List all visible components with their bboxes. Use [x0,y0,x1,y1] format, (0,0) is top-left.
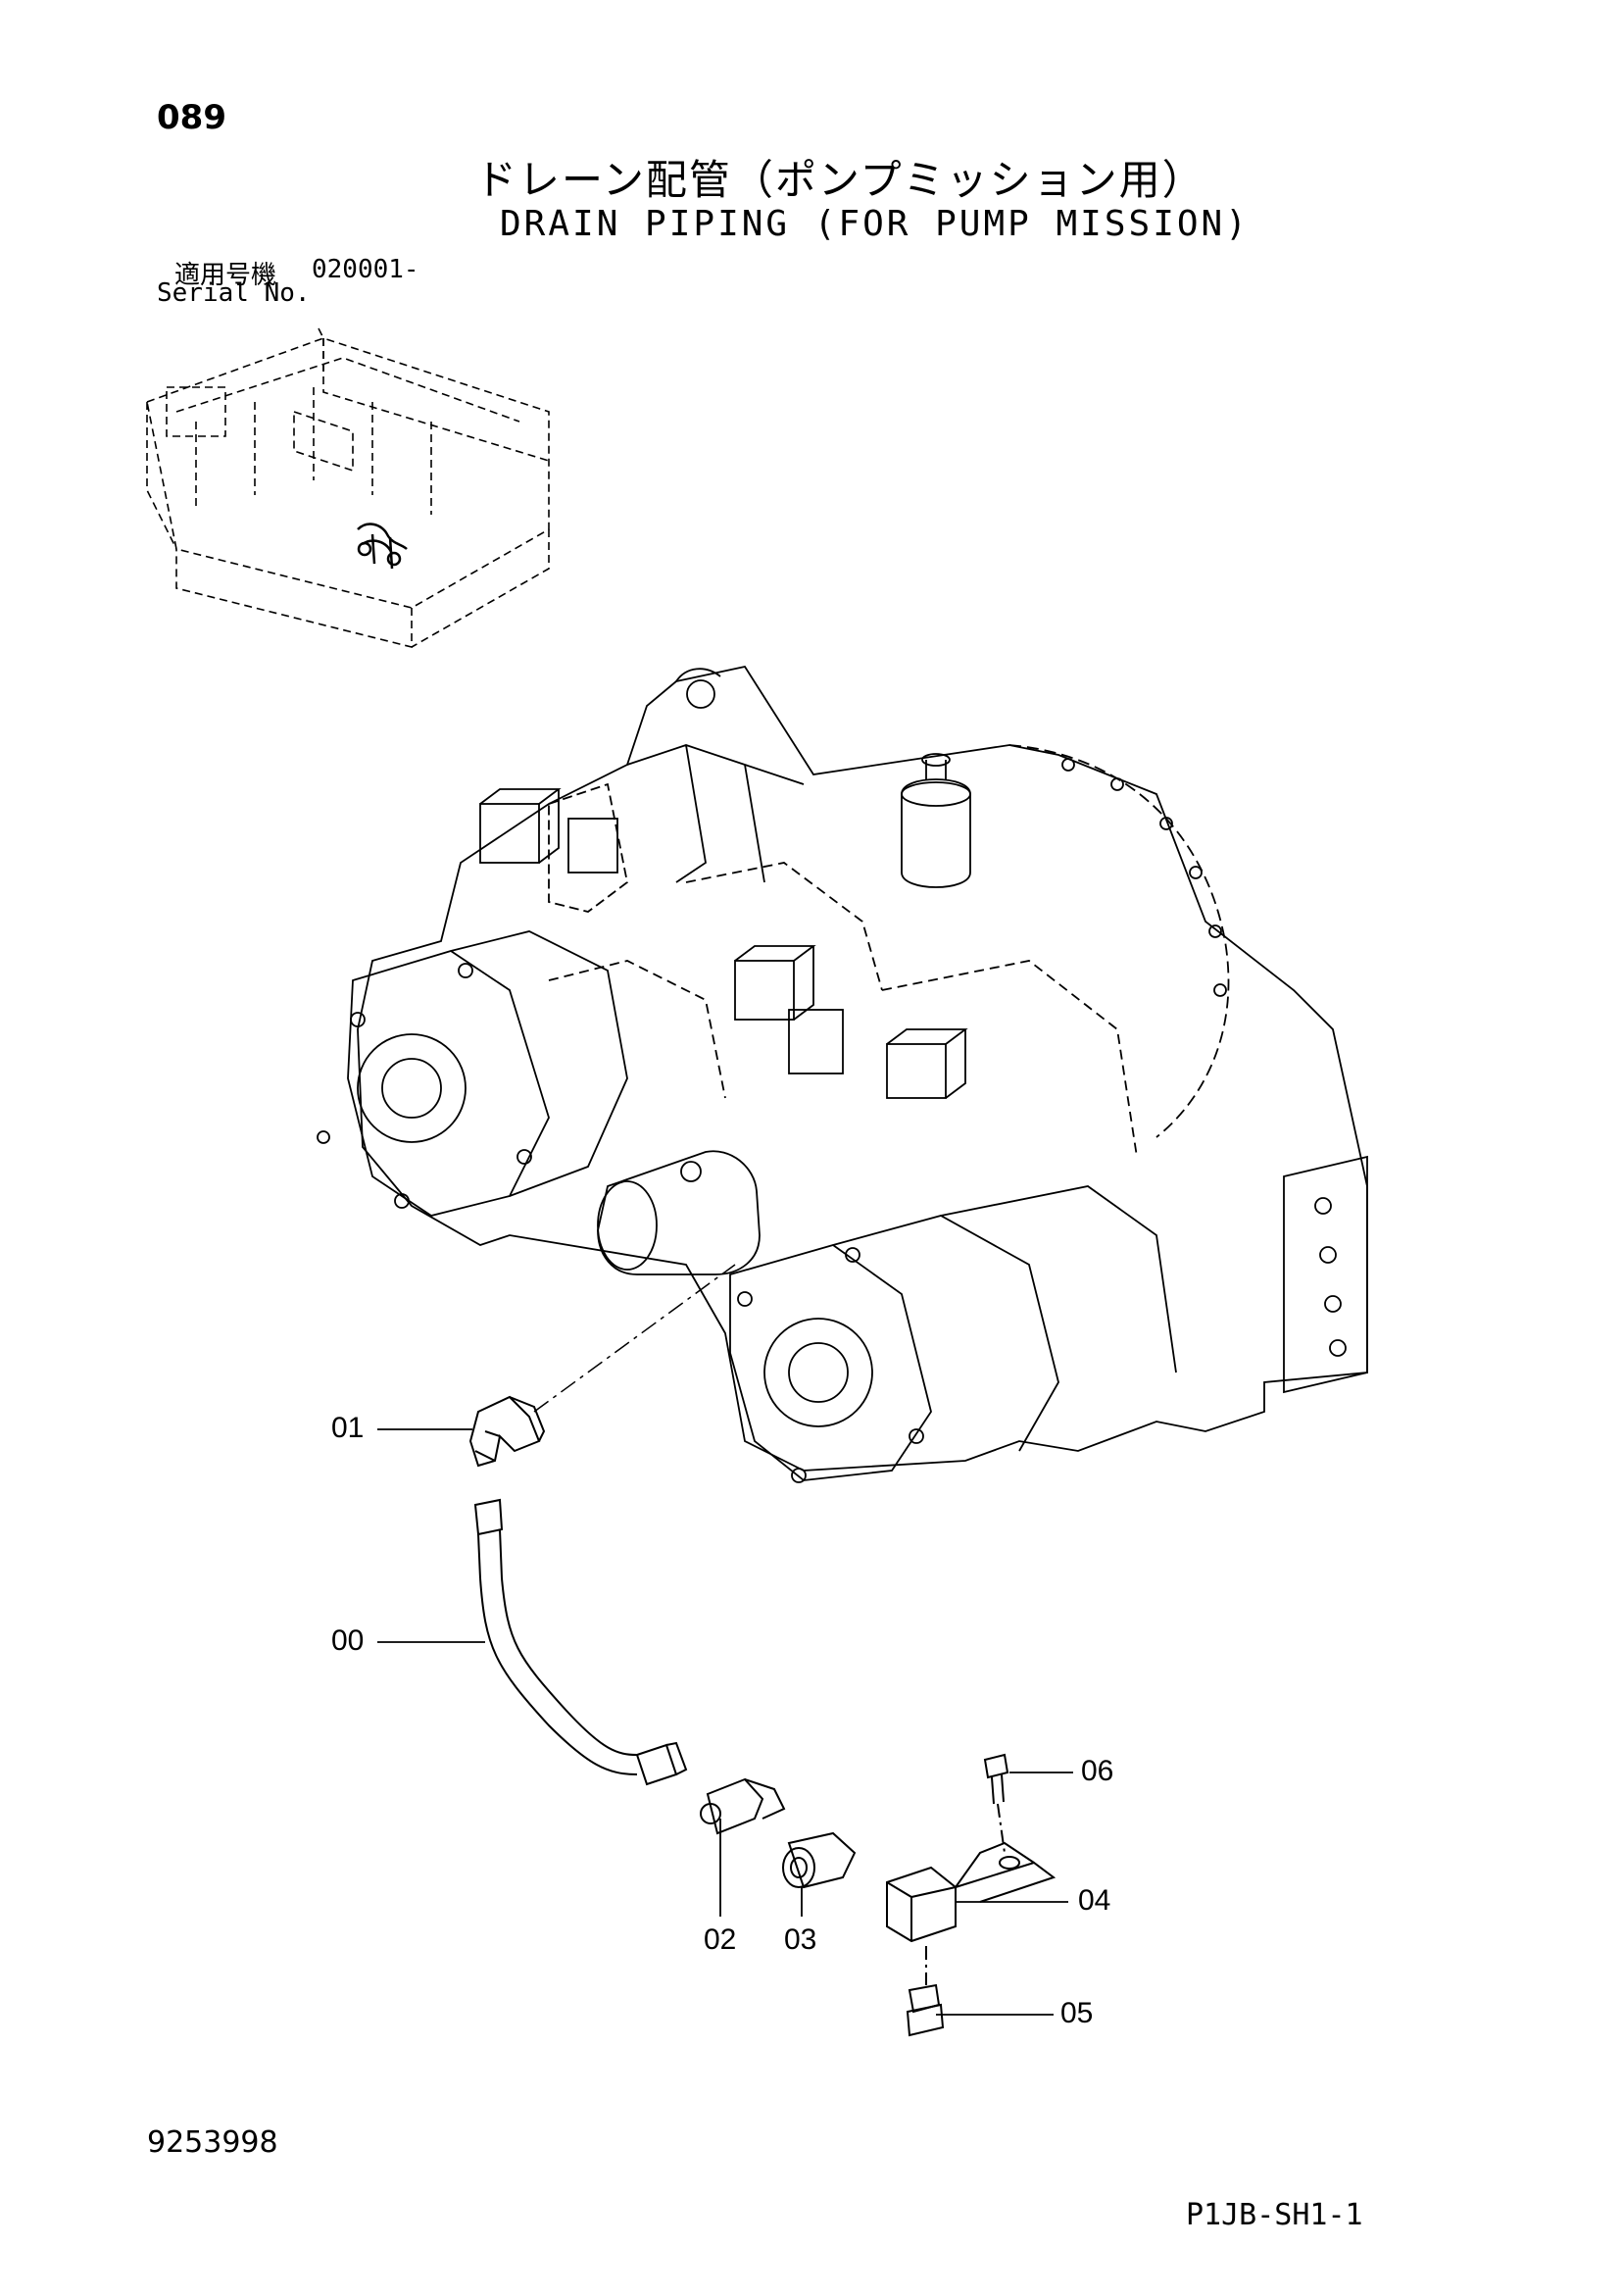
machine-locator-view [146,327,550,649]
serial-number-range: 020001- [312,255,419,284]
callout-05: 05 [1060,1997,1094,2029]
callout-02: 02 [704,1923,737,1956]
callout-00: 00 [331,1624,365,1657]
callout-04: 04 [1078,1884,1111,1917]
callout-03: 03 [784,1923,817,1956]
part-05-plug [906,1946,945,2037]
callout-01: 01 [331,1412,365,1444]
callout-06: 06 [1081,1755,1114,1787]
part-01-elbow-fitting [468,1395,546,1468]
document-number: 9253998 [147,2125,278,2160]
callout-leaders [377,1428,1073,2016]
part-00-drain-hose [473,1498,688,1786]
installation-centerline [533,1264,736,1413]
title-japanese: ドレーン配管（ポンプミッション用） [475,156,1205,204]
part-02-adapter [700,1777,786,1835]
page-number: 089 [157,98,226,137]
sheet-code: P1JB-SH1-1 [1186,2198,1363,2232]
title-english: DRAIN PIPING (FOR PUMP MISSION) [500,204,1250,244]
part-04-bracket [886,1841,1057,1943]
part-06-bolt [983,1753,1009,1854]
serial-label-english: Serial No. [157,278,311,308]
part-03-connector [782,1831,857,1889]
serial-label-japanese: 適用号機 [174,261,277,290]
pump-assembly [317,665,1368,1483]
highlighted-drain-location [357,523,408,570]
